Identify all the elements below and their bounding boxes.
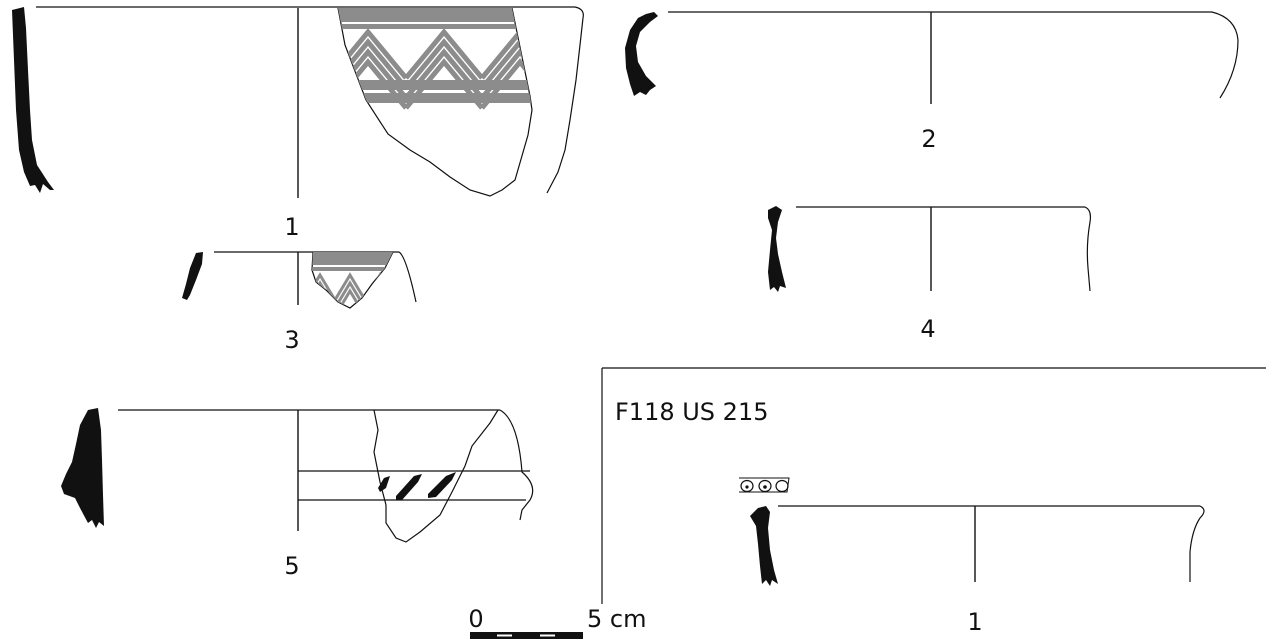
vessel-3-painted-decoration <box>312 252 393 308</box>
vessel-1-painted-decoration <box>338 8 532 110</box>
section-item-number: 1 <box>967 608 982 636</box>
chevron-line <box>312 280 393 308</box>
vessel-2-outer-wall <box>1211 11 1239 99</box>
vessel-1-sherd-outline <box>337 7 533 197</box>
section-f118-us215 <box>601 367 1266 604</box>
vessel-3-profile <box>182 252 203 300</box>
item-number-4: 4 <box>920 315 935 343</box>
item-number-1: 1 <box>284 213 299 241</box>
chevron-line <box>338 28 532 80</box>
vessel-5-incision-2 <box>396 474 422 500</box>
section-vessel-1-stamp-motif <box>739 477 790 493</box>
vessel-5-incision-1 <box>378 476 390 492</box>
vessel-4 <box>768 206 1092 292</box>
vessel-4-profile <box>768 206 786 292</box>
vessel-3 <box>182 251 417 309</box>
scale-bar <box>470 632 583 639</box>
item-number-5: 5 <box>284 552 299 580</box>
chevron-line <box>312 272 393 301</box>
chevron-line <box>338 58 532 110</box>
vessel-5-sherd-outline <box>373 409 499 543</box>
vessel-2 <box>625 11 1239 104</box>
vessel-3-outer-wall <box>398 251 417 303</box>
section-vessel-1 <box>739 477 1205 586</box>
section-vessel-1-profile <box>750 506 778 586</box>
vessel-1-rim-corner <box>574 6 584 19</box>
scale-end-label: 5 cm <box>587 605 646 633</box>
vessel-1-profile <box>12 7 54 193</box>
item-number-3: 3 <box>284 326 299 354</box>
chevron-line <box>338 38 532 90</box>
section-vessel-1-outer-wall <box>1189 505 1205 582</box>
vessel-4-outer-wall <box>1084 206 1092 292</box>
vessel-1 <box>12 6 584 198</box>
vessel-1-outer-wall <box>546 17 584 194</box>
vessel-5-incision-3 <box>428 472 456 498</box>
vessel-5-outer-wall <box>499 409 534 521</box>
scale-start-label: 0 <box>468 605 483 633</box>
scale-bar-outline <box>470 632 583 639</box>
chevron-line <box>338 48 532 100</box>
item-number-2: 2 <box>921 125 936 153</box>
scale-bar-segment-2 <box>497 634 512 637</box>
vessel-5 <box>61 408 534 543</box>
scale-bar-segment-4 <box>540 634 555 637</box>
vessel-5-profile <box>61 408 104 528</box>
section-label: F118 US 215 <box>615 398 768 426</box>
vessel-2-profile <box>625 12 658 96</box>
